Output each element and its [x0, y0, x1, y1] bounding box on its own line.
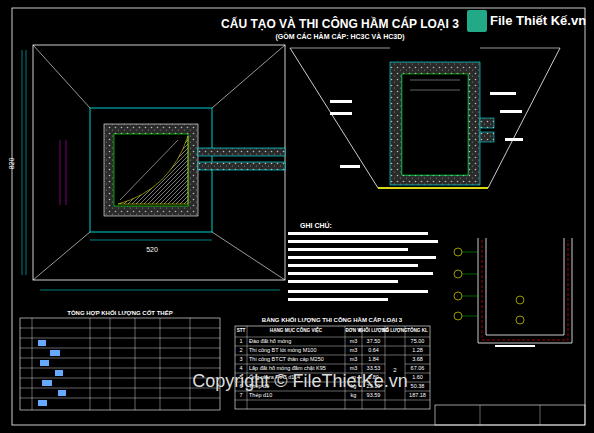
notes-heading: GHI CHÚ: — [300, 222, 332, 229]
table-cell: 187.18 — [409, 393, 426, 399]
table-title: BẢNG KHỐI LƯỢNG THI CÔNG HẦM CÁP LOẠI 3 — [262, 317, 402, 323]
table-cell: Thi công BTCT thân cáp M250 — [249, 357, 324, 363]
table-cell: 1.84 — [368, 357, 379, 363]
table-cell: 4 — [239, 366, 242, 372]
table-cell: 50.38 — [411, 384, 425, 390]
table-cell: Thép d10 — [249, 393, 272, 399]
table-cell: 67.06 — [411, 366, 425, 372]
table-cell: 3.68 — [412, 357, 423, 363]
watermark: Copyright © FileThietKe.vn — [192, 372, 407, 390]
table-header: STT — [237, 329, 246, 334]
table-title: TỔNG HỢP KHỐI LƯỢNG CỐT THÉP — [67, 310, 172, 316]
table-cell: 2 — [239, 348, 242, 354]
table-cell: m3 — [350, 366, 358, 372]
table-cell: 1.60 — [412, 375, 423, 381]
table-cell: 33.53 — [367, 366, 381, 372]
table-cell: Đào đất hố móng — [249, 339, 291, 345]
dimension: 820 — [8, 158, 15, 170]
table-cell: 7 — [239, 393, 242, 399]
table-cell: 37.50 — [367, 339, 381, 345]
table-cell: 1 — [239, 339, 242, 345]
table-cell: m3 — [350, 357, 358, 363]
table-cell: 75.00 — [411, 339, 425, 345]
table-header: HẠNG MỤC CÔNG VIỆC — [270, 329, 322, 334]
table-cell: Thi công BT lót móng M100 — [249, 348, 316, 354]
table-cell: m3 — [350, 348, 358, 354]
dimension: 520 — [146, 246, 158, 253]
table-header: SỐ LƯỢNG — [382, 329, 407, 334]
table-cell: kg — [351, 393, 357, 399]
subtitle: (GỒM CÁC HẦM CÁP: HC3C VÀ HC3D) — [275, 33, 404, 40]
table-cell: Lấp đất hố móng đầm chặt K95 — [249, 366, 326, 372]
table-cell: m3 — [350, 339, 358, 345]
sheet-title: CẤU TẠO VÀ THI CÔNG HẦM CÁP LOẠI 3 — [221, 18, 459, 30]
table-cell: 3 — [239, 357, 242, 363]
table-cell: 93.59 — [367, 393, 381, 399]
table-header: TỔNG KL — [407, 329, 428, 334]
table-cell: 1.28 — [412, 348, 423, 354]
table-cell: 0.64 — [368, 348, 379, 354]
watermark-logo: File Thiết Kế.vn — [490, 14, 586, 27]
